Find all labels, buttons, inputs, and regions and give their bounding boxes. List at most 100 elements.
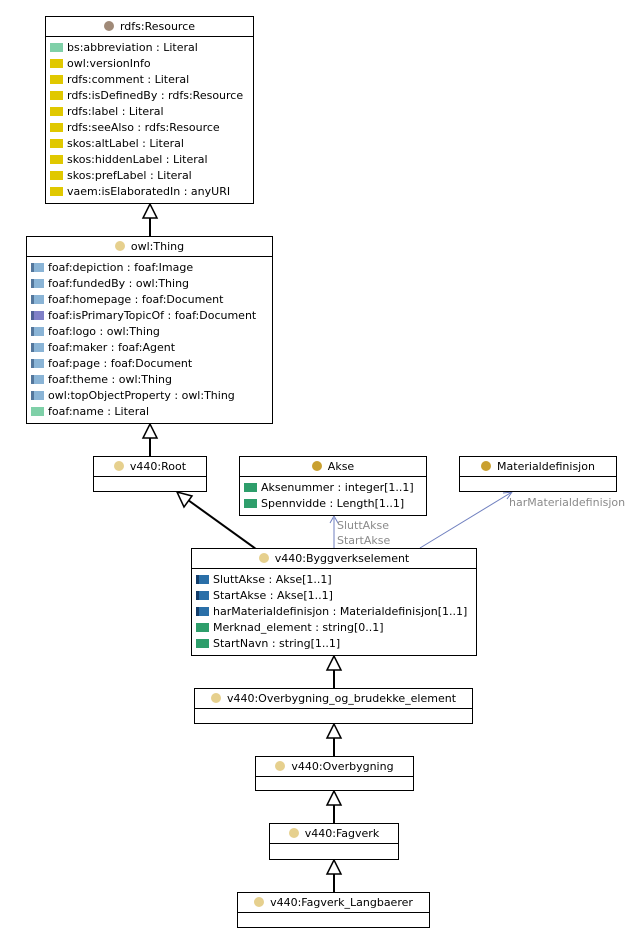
attribute-list — [270, 844, 398, 847]
object-alt-property-icon — [31, 311, 44, 320]
attribute-list — [195, 709, 472, 712]
generalization-overbygning-brudekke-byggverkselement — [325, 654, 343, 688]
attribute-row: rdfs:seeAlso : rdfs:Resource — [50, 120, 249, 136]
object-property-icon — [31, 327, 44, 336]
class-name: owl:Thing — [130, 240, 185, 253]
annotation-property-icon — [50, 155, 63, 164]
class-name: v440:Fagverk — [304, 827, 380, 840]
literal-property-icon — [31, 407, 44, 416]
attribute-text: foaf:fundedBy : owl:Thing — [48, 277, 190, 290]
attribute-row: foaf:page : foaf:Document — [31, 356, 268, 372]
class-v440-root[interactable]: v440:Root — [93, 456, 207, 492]
attribute-text: owl:versionInfo — [67, 57, 151, 70]
edge-label-har-materialdefinisjon: harMaterialdefinisjon — [509, 496, 626, 509]
attribute-row: Spennvidde : Length[1..1] — [244, 496, 422, 512]
attribute-row: foaf:homepage : foaf:Document — [31, 292, 268, 308]
literal-property-icon — [50, 43, 63, 52]
class-icon — [481, 461, 492, 471]
class-v440-overbygning-og-brudekke-element[interactable]: v440:Overbygning_og_brudekke_element — [194, 688, 473, 724]
class-v440-byggverkselement[interactable]: v440:Byggverkselement SluttAkse : Akse[1… — [191, 548, 477, 656]
attribute-text: skos:hiddenLabel : Literal — [67, 153, 208, 166]
attribute-row: vaem:isElaboratedIn : anyURI — [50, 184, 249, 200]
attribute-text: foaf:homepage : foaf:Document — [48, 293, 224, 306]
datatype-property-icon — [244, 499, 257, 508]
attribute-text: Merknad_element : string[0..1] — [213, 621, 384, 634]
attribute-list — [256, 777, 413, 780]
generalization-langbaerer-fagverk — [325, 858, 343, 892]
datatype-property-icon — [244, 483, 257, 492]
class-header: v440:Fagverk_Langbaerer — [238, 893, 429, 913]
attribute-text: foaf:page : foaf:Document — [48, 357, 193, 370]
attribute-text: Spennvidde : Length[1..1] — [261, 497, 405, 510]
datatype-property-icon — [196, 623, 209, 632]
annotation-property-icon — [50, 139, 63, 148]
attribute-text: rdfs:label : Literal — [67, 105, 164, 118]
obj-prop-property-icon — [196, 591, 209, 600]
object-property-icon — [31, 263, 44, 272]
class-name: rdfs:Resource — [119, 20, 196, 33]
attribute-text: StartAkse : Akse[1..1] — [213, 589, 333, 602]
association-akse — [329, 514, 339, 548]
class-header: v440:Fagverk — [270, 824, 398, 844]
edge-label-slutt-akse: SluttAkse — [337, 519, 390, 532]
class-v440-fagverk-langbaerer[interactable]: v440:Fagverk_Langbaerer — [237, 892, 430, 928]
attribute-text: SluttAkse : Akse[1..1] — [213, 573, 332, 586]
attribute-text: foaf:logo : owl:Thing — [48, 325, 160, 338]
class-icon — [113, 461, 124, 471]
class-name: v440:Root — [129, 460, 187, 473]
class-header: owl:Thing — [27, 237, 272, 257]
class-icon — [254, 897, 265, 907]
generalization-byggverkselement-root — [175, 490, 257, 550]
annotation-property-icon — [50, 59, 63, 68]
class-name: Materialdefinisjon — [497, 460, 595, 473]
attribute-text: foaf:isPrimaryTopicOf : foaf:Document — [48, 309, 257, 322]
attribute-row: foaf:isPrimaryTopicOf : foaf:Document — [31, 308, 268, 324]
attribute-text: foaf:theme : owl:Thing — [48, 373, 172, 386]
class-akse[interactable]: Akse Aksenummer : integer[1..1] Spennvidd… — [239, 456, 427, 516]
obj-prop-property-icon — [196, 607, 209, 616]
generalization-thing-resource — [141, 202, 159, 236]
attribute-text: harMaterialdefinisjon : Materialdefinisj… — [213, 605, 468, 618]
attribute-list — [94, 477, 206, 480]
attribute-row: rdfs:label : Literal — [50, 104, 249, 120]
annotation-property-icon — [50, 187, 63, 196]
class-icon — [275, 761, 286, 771]
attribute-row: harMaterialdefinisjon : Materialdefinisj… — [196, 604, 472, 620]
object-property-icon — [31, 391, 44, 400]
class-name: v440:Overbygning_og_brudekke_element — [226, 692, 457, 705]
class-header: Materialdefinisjon — [460, 457, 616, 477]
attribute-text: foaf:maker : foaf:Agent — [48, 341, 176, 354]
class-v440-fagverk[interactable]: v440:Fagverk — [269, 823, 399, 860]
attribute-row: bs:abbreviation : Literal — [50, 40, 249, 56]
class-icon — [288, 828, 299, 838]
attribute-row: foaf:name : Literal — [31, 404, 268, 420]
class-v440-overbygning[interactable]: v440:Overbygning — [255, 756, 414, 791]
attribute-row: SluttAkse : Akse[1..1] — [196, 572, 472, 588]
attribute-row: skos:altLabel : Literal — [50, 136, 249, 152]
obj-prop-property-icon — [196, 575, 209, 584]
class-materialdefinisjon[interactable]: Materialdefinisjon — [459, 456, 617, 492]
annotation-property-icon — [50, 171, 63, 180]
attribute-list — [238, 913, 429, 916]
class-header: v440:Overbygning_og_brudekke_element — [195, 689, 472, 709]
class-icon — [103, 21, 114, 31]
attribute-list: SluttAkse : Akse[1..1] StartAkse : Akse[1… — [192, 569, 476, 652]
attribute-row: foaf:maker : foaf:Agent — [31, 340, 268, 356]
class-icon — [258, 553, 269, 563]
edge-label-start-akse: StartAkse — [337, 534, 391, 547]
class-icon — [311, 461, 322, 471]
attribute-text: Aksenummer : integer[1..1] — [261, 481, 414, 494]
class-name: v440:Fagverk_Langbaerer — [270, 896, 413, 909]
class-header: rdfs:Resource — [46, 17, 253, 37]
generalization-overbygning-brudekke — [325, 722, 343, 756]
annotation-property-icon — [50, 75, 63, 84]
object-property-icon — [31, 359, 44, 368]
object-property-icon — [31, 279, 44, 288]
class-header: v440:Byggverkselement — [192, 549, 476, 569]
attribute-text: foaf:name : Literal — [48, 405, 150, 418]
class-name: Akse — [327, 460, 355, 473]
